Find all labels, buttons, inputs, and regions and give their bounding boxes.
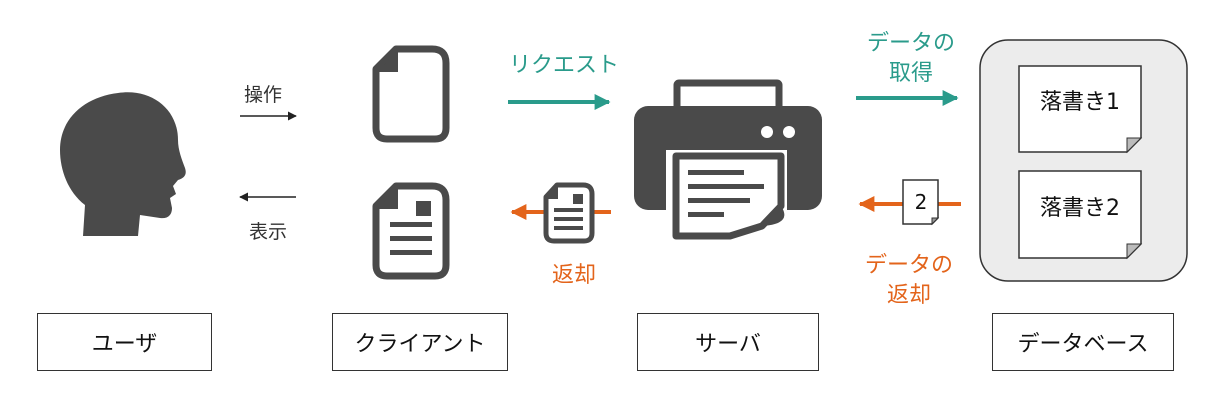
return-data-label-line1: データの (865, 253, 953, 278)
database-label: データベース (1017, 332, 1149, 357)
client-label: クライアント (354, 332, 486, 357)
blank-document-icon (372, 45, 450, 143)
fetch-label-line2: 取得 (889, 61, 933, 86)
person-head-icon (60, 92, 186, 236)
operate-label: 操作 (244, 84, 282, 106)
client-label-box: クライアント (332, 313, 508, 371)
printer-icon (634, 79, 822, 242)
server-label-box: サーバ (637, 313, 819, 371)
small-text-document-icon (543, 182, 595, 244)
record-2-label: 落書き2 (1040, 196, 1120, 221)
record-1-label: 落書き1 (1040, 90, 1120, 115)
record-note-2: 落書き2 (1018, 170, 1143, 260)
database-label-box: データベース (992, 313, 1174, 371)
display-label: 表示 (249, 221, 287, 243)
text-document-icon (372, 182, 450, 280)
user-label-box: ユーザ (37, 313, 212, 371)
return-label: 返却 (552, 263, 596, 288)
return-data-label-line2: 返却 (887, 283, 931, 308)
record-note-1: 落書き1 (1018, 65, 1143, 154)
fetch-label-line1: データの (867, 31, 955, 56)
request-label: リクエスト (509, 53, 619, 78)
numbered-note-icon: 2 (902, 179, 940, 226)
server-label: サーバ (695, 332, 761, 357)
small-doc-number: 2 (915, 190, 928, 214)
user-label: ユーザ (91, 332, 158, 357)
